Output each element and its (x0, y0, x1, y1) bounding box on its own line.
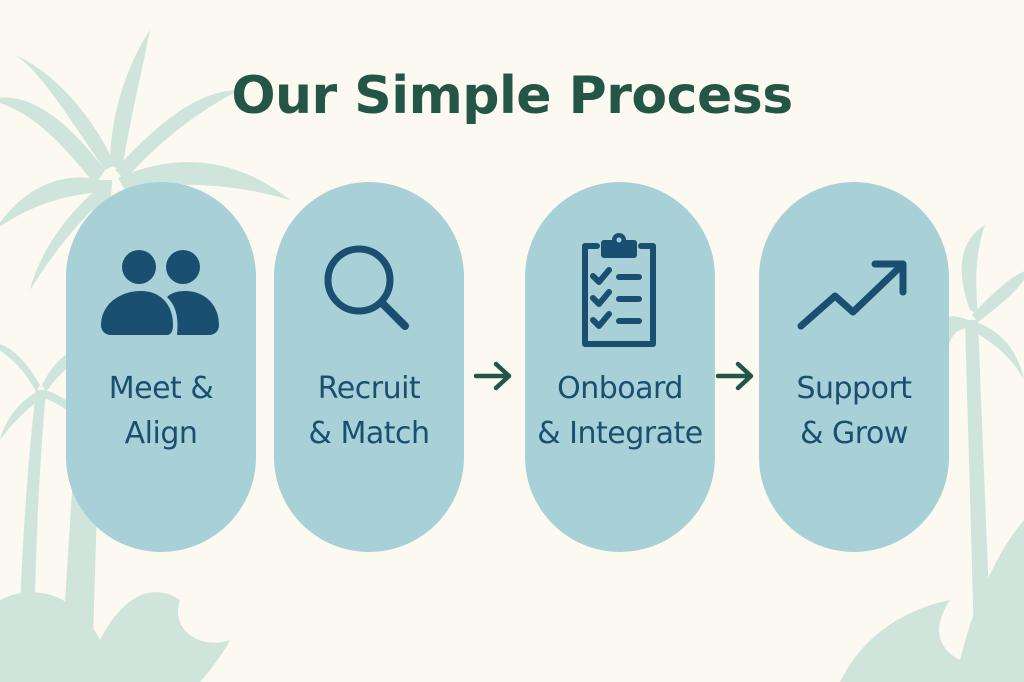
step-card-recruit-match: Recruit & Match (274, 182, 464, 552)
page-title: Our Simple Process (231, 66, 793, 126)
clipboard-checklist-icon (555, 232, 685, 352)
palm-fronds-right (940, 225, 1024, 380)
step-label: Onboard & Integrate (537, 371, 703, 451)
step-label: Recruit & Match (308, 371, 430, 451)
step-card-meet-align: Meet & Align (66, 182, 256, 552)
arrow-right-icon (474, 361, 512, 391)
step-label: Meet & Align (108, 371, 214, 451)
search-icon (304, 232, 434, 352)
bush-bottom-right (840, 520, 1024, 682)
bush-bottom-left (0, 592, 230, 682)
palm-fronds-left (0, 30, 290, 290)
users-icon (96, 232, 226, 352)
step-card-support-grow: Support & Grow (759, 182, 949, 552)
trend-up-icon (789, 232, 919, 352)
step-card-onboard-integrate: Onboard & Integrate (525, 182, 715, 552)
arrow-right-icon (716, 361, 754, 391)
step-label: Support & Grow (796, 371, 912, 451)
